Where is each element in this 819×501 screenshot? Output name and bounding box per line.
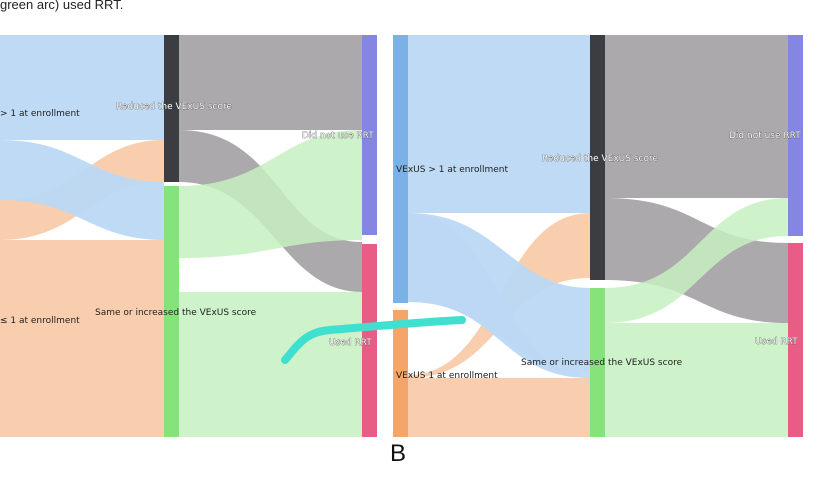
flow-same-to-rrt <box>179 292 362 437</box>
left-label-reduced: Reduced the VExUS score <box>116 102 232 112</box>
node-norrt-bar-r <box>788 35 803 236</box>
flow-high-to-reduced-r <box>408 35 590 213</box>
right-label-norrt: Did not use RRT <box>729 131 801 141</box>
right-label-reduced: Reduced the VExUS score <box>542 154 658 164</box>
left-label-norrt: Did not use RRT <box>302 131 374 141</box>
node-reduced-bar-r <box>590 35 605 280</box>
node-rrt-bar <box>362 244 377 437</box>
flow-low-to-same <box>0 240 164 437</box>
right-label-same: Same or increased the VExUS score <box>521 358 683 368</box>
right-panel: VExUS > 1 at enrollment VExUS 1 at enrol… <box>393 35 803 437</box>
flow-low-to-same-r <box>408 378 590 437</box>
node-same-bar-r <box>590 288 605 437</box>
flow-high-to-same-r2 <box>408 213 590 375</box>
flow-same-to-norrt-r <box>605 198 788 323</box>
right-label-rrt: Used RRT <box>755 337 798 347</box>
node-rrt-bar-r <box>788 243 803 437</box>
flow-reduced-to-norrt-r <box>605 35 788 198</box>
right-label-low: VExUS 1 at enrollment <box>396 371 498 381</box>
flow-reduced-to-norrt <box>179 35 362 130</box>
node-reduced-bar <box>164 35 179 182</box>
flow-high-to-same <box>0 140 164 240</box>
node-same-bar <box>164 186 179 437</box>
node-high-bar-r <box>393 35 408 303</box>
left-label-rrt: Used RRT <box>329 338 372 348</box>
flow-same-to-norrt <box>179 130 362 258</box>
left-panel: > 1 at enrollment ≤ 1 at enrollment Redu… <box>0 35 377 437</box>
figure-caption: green arc) used RRT. <box>0 0 124 12</box>
node-norrt-bar <box>362 35 377 235</box>
left-label-same: Same or increased the VExUS score <box>95 308 257 318</box>
left-label-high: > 1 at enrollment <box>0 109 80 119</box>
left-label-low: ≤ 1 at enrollment <box>0 316 80 326</box>
flow-same-to-rrt-r <box>605 323 788 437</box>
node-low-bar-r <box>393 310 408 437</box>
flow-high-to-reduced <box>0 35 164 140</box>
right-label-high: VExUS > 1 at enrollment <box>396 165 508 175</box>
panel-label: B <box>390 440 407 467</box>
highlight-marker-stroke <box>281 316 466 364</box>
